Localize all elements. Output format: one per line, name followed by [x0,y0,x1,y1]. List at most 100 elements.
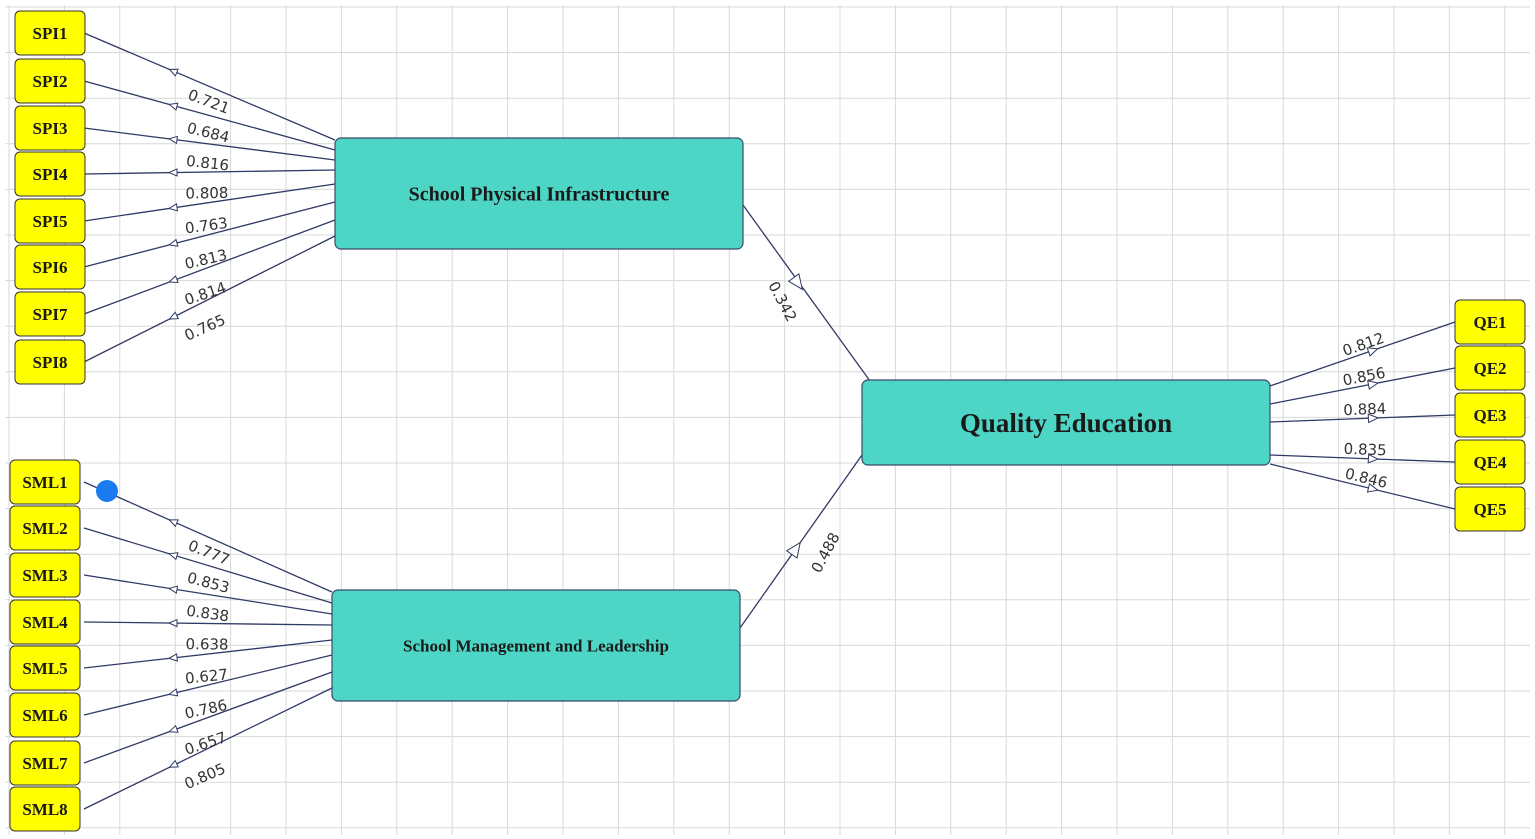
edge-qe-1 [1269,321,1456,387]
edge-sml-6 [83,654,333,716]
edge-sml-7 [83,671,333,764]
arrow-sml-1 [168,519,179,528]
loading-spi-3: 0.816 [185,152,230,175]
indicator-spi-4-label: SPI4 [33,165,68,184]
construct-sml-box[interactable] [331,589,741,702]
loading-qe-3: 0.884 [1343,400,1387,420]
indicator-sml-4-label: SML4 [22,613,68,632]
construct-qe-label: Quality Education [960,408,1172,438]
indicator-qe-4[interactable] [1454,439,1526,485]
edge-spi-8 [83,235,336,363]
edge-sml-3 [83,574,333,615]
indicator-spi-5-label: SPI5 [33,212,68,231]
edge-spi-6 [83,201,336,268]
indicator-spi-6-label: SPI6 [33,258,68,277]
arrow-sml-5 [167,653,178,662]
arrow-sml-8 [168,759,179,768]
loading-sml-2: 0.853 [185,568,231,597]
loading-qe-1: 0.812 [1340,329,1386,360]
arrow-qe-3 [1367,413,1380,424]
edge-sml-5 [83,639,333,669]
indicator-spi-1[interactable] [14,10,86,56]
indicator-sml-8[interactable] [9,786,81,832]
loading-sml-1: 0.777 [186,536,233,569]
arrow-qe-4 [1367,453,1380,464]
indicator-spi-7[interactable] [14,291,86,337]
indicator-spi-2[interactable] [14,58,86,104]
indicator-sml-3-label: SML3 [22,566,67,585]
arrow-spi-1 [168,68,179,77]
loading-spi-5: 0.763 [184,214,229,237]
construct-spi-box[interactable] [334,137,744,250]
indicator-sml-1[interactable] [9,459,81,505]
indicator-spi-3[interactable] [14,105,86,151]
indicator-qe-5[interactable] [1454,486,1526,532]
indicator-sml-6-label: SML6 [22,706,67,725]
edge-spi-2 [83,80,336,151]
loading-spi-7: 0.814 [182,278,228,309]
indicator-sml-6[interactable] [9,692,81,738]
path-arrow-sml [785,541,801,559]
indicator-qe-4-label: QE4 [1473,453,1507,472]
indicator-qe-2[interactable] [1454,345,1526,391]
loading-spi-1: 0.721 [186,86,233,118]
indicator-qe-5-label: QE5 [1473,500,1506,519]
indicator-spi-5[interactable] [14,198,86,244]
edge-qe-5 [1269,463,1456,510]
arrow-sml-4 [167,618,178,628]
arrow-spi-8 [168,311,180,320]
indicator-sml-4[interactable] [9,599,81,645]
arrow-spi-2 [167,102,179,111]
indicator-qe-3[interactable] [1454,392,1526,438]
loading-spi-4: 0.808 [185,184,228,203]
loading-sml-8: 0.805 [182,759,229,793]
indicator-sml-7-label: SML7 [22,754,68,773]
indicator-sml-3[interactable] [9,552,81,598]
arrow-spi-4 [167,168,178,177]
indicator-sml-2-label: SML2 [22,519,67,538]
indicator-sml-2[interactable] [9,505,81,551]
arrow-sml-6 [167,688,179,697]
loading-sml-7: 0.657 [182,728,228,758]
edge-sml-1 [83,481,333,593]
path-sml-to-qe [739,454,863,629]
indicator-spi-7-label: SPI7 [33,305,68,324]
construct-qe-box[interactable] [861,379,1271,466]
loading-sml-5: 0.627 [184,665,229,687]
path-arrow-spi [787,273,804,291]
edge-spi-1 [83,32,336,141]
edges-layer [83,32,1456,810]
indicator-spi-4[interactable] [14,151,86,197]
indicator-spi-8[interactable] [14,339,86,385]
loading-qe-2: 0.856 [1341,364,1387,390]
indicator-sml-5-label: SML5 [22,659,67,678]
indicator-qe-1-label: QE1 [1473,313,1506,332]
edge-qe-2 [1269,367,1456,405]
indicator-spi-1-label: SPI1 [33,24,68,43]
indicator-qe-1[interactable] [1454,299,1526,345]
loading-sml-4: 0.638 [185,635,228,653]
indicator-spi-3-label: SPI3 [33,119,68,138]
loading-spi-8: 0.765 [182,311,229,345]
arrow-spi-5 [167,202,179,212]
indicator-sml-5[interactable] [9,645,81,691]
arrow-spi-7 [168,275,179,284]
arrow-sml-3 [167,585,179,594]
indicator-qe-3-label: QE3 [1473,406,1506,425]
selection-handle-dot[interactable] [96,480,118,502]
loading-sml-3: 0.838 [185,602,230,626]
indicator-qe-2-label: QE2 [1473,359,1506,378]
arrow-qe-5 [1366,483,1380,493]
arrow-sml-7 [168,724,179,733]
indicator-sml-7[interactable] [9,740,81,786]
indicator-spi-6[interactable] [14,244,86,290]
arrow-sml-2 [167,552,179,561]
indicator-spi-2-label: SPI2 [33,72,68,91]
construct-spi-label: School Physical Infrastructure [409,184,670,206]
edge-spi-7 [83,219,336,315]
indicator-spi-8-label: SPI8 [33,353,68,372]
arrow-spi-3 [167,135,178,145]
indicator-sml-8-label: SML8 [22,800,67,819]
